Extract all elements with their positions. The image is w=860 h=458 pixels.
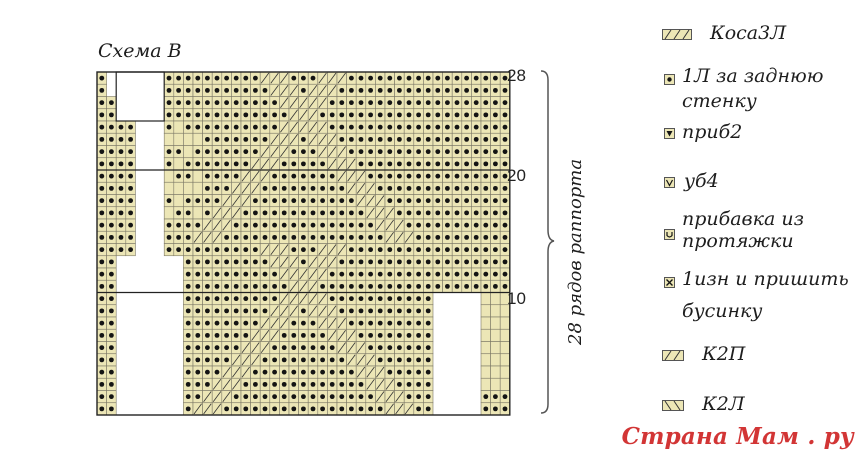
legend-label-ub4: уб4 [684,170,719,192]
rapport-bracket [540,70,555,414]
x-icon [664,277,675,288]
legend-label-1l-line1: 1Л за заднюю [682,65,824,87]
legend-label-pribavka-line1: прибавка из [682,208,804,230]
k2l-icon [662,400,684,411]
legend-label-k2l: К2Л [702,393,745,415]
row-number-20: 20 [507,166,526,185]
rapport-label: 28 рядов раппорта [565,158,586,345]
scheme-title: Схема В [98,40,182,62]
legend-label-1izn-line1: 1изн и пришить [682,268,849,290]
legend-label-pribavka-line2: протяжки [682,230,794,252]
legend-label-1izn-line2: бусинку [682,300,763,322]
legend-label-k2p: К2П [702,343,746,365]
row-number-10: 10 [507,289,526,308]
chart-grid [96,71,511,416]
u-icon [664,229,675,240]
legend-label-kosa3l: Коса3Л [710,22,787,44]
k2p-icon [662,350,684,361]
legend-label-1l-line2: стенку [682,90,757,112]
cable-left-icon [662,29,692,40]
row-number-28: 28 [507,66,526,85]
watermark: Страна Мам . ру [621,423,854,450]
dot-icon [664,74,675,85]
legend-label-prib2: приб2 [682,121,743,143]
v-icon [664,177,675,188]
triangle-icon [664,128,675,139]
